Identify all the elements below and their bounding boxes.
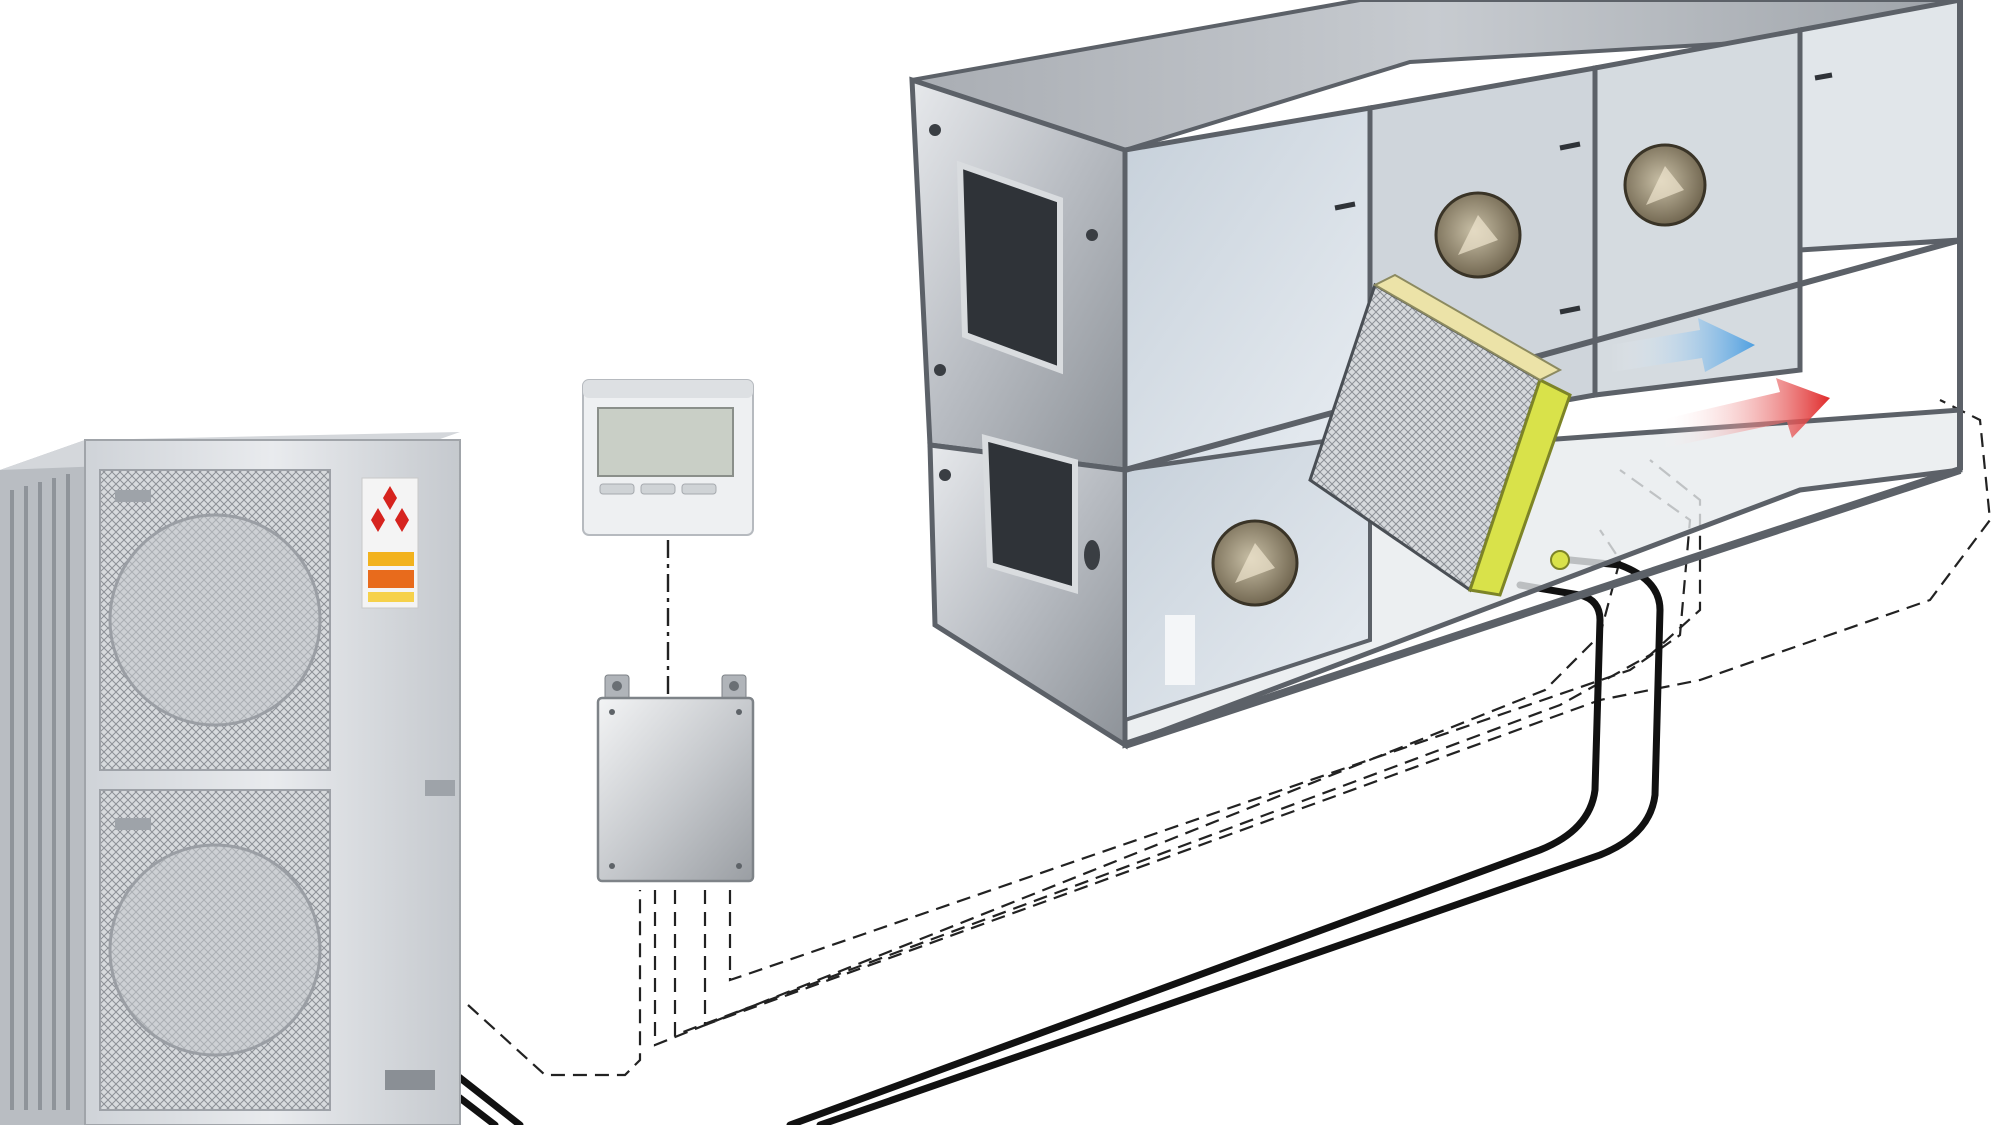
- fan-icon-upper: [108, 513, 322, 727]
- controller-buttons: [599, 483, 717, 495]
- fan-icon-lower: [108, 843, 322, 1057]
- cold-air-arrow: [1610, 318, 1755, 372]
- ahu-bolt-3: [934, 364, 946, 376]
- outdoor-unit-side: [0, 440, 85, 1125]
- control-box-screws: [609, 709, 742, 869]
- warm-air-arrow: [1660, 378, 1830, 448]
- ahu-bolt-2: [1086, 229, 1098, 241]
- fan-lower: [1211, 519, 1299, 607]
- ahu-panel-latches: [1334, 72, 1833, 315]
- badge-yellow: [368, 552, 414, 566]
- three-diamond-logo: [371, 486, 409, 532]
- handle-upper: [115, 490, 151, 502]
- dx-coil-top-frame: [1372, 273, 1563, 382]
- refrigerant-pipe-liquid: [446, 581, 1604, 1129]
- fan-upper-right-icon: [1646, 166, 1684, 205]
- fan-upper-right: [1623, 143, 1707, 227]
- controller-display[interactable]: [597, 407, 734, 477]
- badge-orange: [368, 570, 414, 588]
- signal-wire-box-1: [653, 529, 1622, 1047]
- ahu-bolt-4: [939, 469, 951, 481]
- ahu-bolt-1: [929, 124, 941, 136]
- ahu-opening-lower[interactable]: [981, 434, 1078, 595]
- signal-wire-outdoor-to-box: [467, 890, 642, 1077]
- controller-button-3[interactable]: [681, 483, 717, 495]
- outdoor-unit-vents: [10, 474, 70, 1110]
- fan-lower-icon: [1235, 543, 1275, 583]
- ahu-drain-port: [1084, 540, 1100, 570]
- handle-lower: [115, 818, 151, 830]
- coil-connector-1: [1550, 550, 1570, 570]
- remote-controller[interactable]: [582, 379, 754, 536]
- ahu-access-label: [1165, 615, 1195, 685]
- badge-strip: [368, 592, 414, 602]
- controller-button-2[interactable]: [640, 483, 676, 495]
- outdoor-unit: [0, 432, 461, 1126]
- air-handling-unit: [909, 0, 1963, 750]
- outdoor-unit-base: [385, 1070, 435, 1090]
- controller-top-strip: [583, 380, 753, 398]
- ahu-side-upper-3: [1592, 26, 1803, 398]
- control-box-body[interactable]: [596, 696, 755, 883]
- dx-coil-header: [1468, 377, 1572, 597]
- ahu-side-upper-4: [1797, 0, 1963, 253]
- interface-control-box: [596, 674, 755, 883]
- bracket-hole-right: [729, 681, 739, 691]
- fan-upper-left: [1434, 191, 1522, 279]
- controller-button-1[interactable]: [599, 483, 635, 495]
- ahu-base-rail: [1123, 466, 1962, 749]
- signal-wire-box-3: [703, 399, 1992, 1027]
- fan-upper-left-icon: [1458, 215, 1498, 255]
- side-handle: [425, 780, 455, 796]
- ahu-mid-rail: [1124, 237, 1961, 473]
- ahu-opening-upper[interactable]: [956, 160, 1063, 375]
- bracket-hole-left: [612, 681, 622, 691]
